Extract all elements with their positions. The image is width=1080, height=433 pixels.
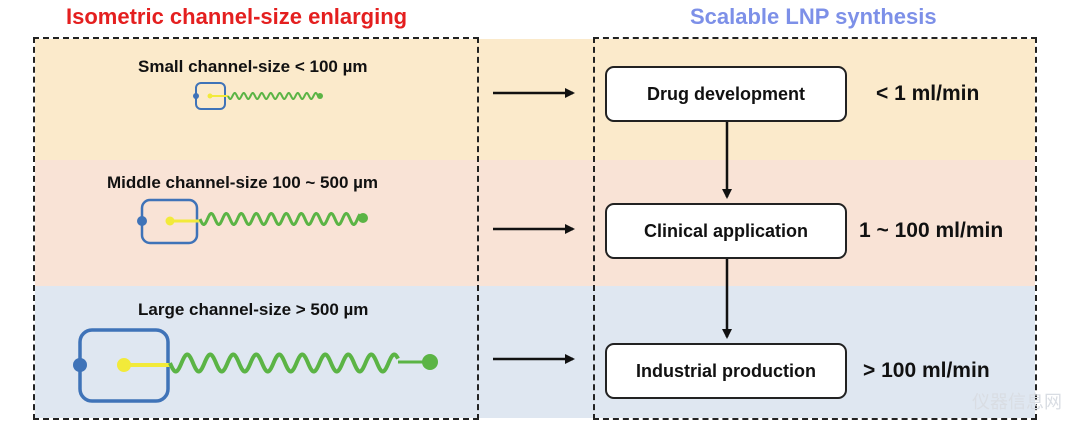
right-title: Scalable LNP synthesis — [690, 4, 937, 29]
small-channel-label: Small channel-size < 100 µm — [138, 57, 368, 76]
stage-industrial-production: Industrial production — [605, 343, 847, 399]
lnp-synthesis-panel — [593, 37, 1037, 420]
rate-middle: 1 ~ 100 ml/min — [859, 219, 1004, 242]
middle-chip-icon — [137, 198, 368, 245]
large-chip-icon — [73, 328, 438, 403]
rate-small: < 1 ml/min — [876, 82, 980, 105]
small-mixer-channel — [227, 92, 319, 100]
small-chip-icon — [193, 82, 323, 110]
watermark-logo: 仪器信息网 — [972, 392, 1062, 412]
middle-channel-label: Middle channel-size 100 ~ 500 µm — [107, 173, 379, 192]
band-large — [35, 286, 1035, 418]
stage-drug-development: Drug development — [605, 66, 847, 122]
band-small — [35, 39, 1035, 160]
large-channel-label: Large channel-size > 500 µm — [138, 300, 369, 319]
channel-size-panel — [33, 37, 479, 420]
rate-large: > 100 ml/min — [863, 359, 990, 382]
large-mixer-channel — [168, 352, 400, 374]
left-title: Isometric channel-size enlarging — [66, 4, 408, 29]
stage-clinical-application: Clinical application — [605, 203, 847, 259]
middle-mixer-channel — [198, 212, 362, 226]
